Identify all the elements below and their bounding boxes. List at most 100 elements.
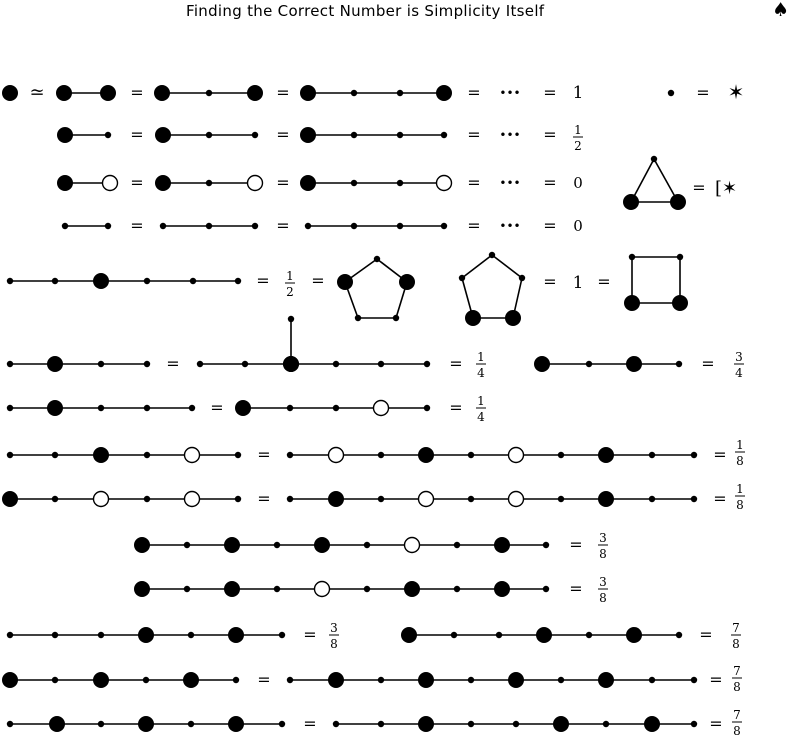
small-node: [234, 495, 242, 503]
small-node: [332, 720, 340, 728]
equals-sign: =: [713, 445, 726, 464]
small-node: [97, 360, 105, 368]
small-node: [377, 676, 385, 684]
small-node: [51, 277, 59, 285]
small-node: [97, 720, 105, 728]
black-node: [505, 310, 521, 326]
value-label: 0: [573, 174, 583, 192]
equals-sign: =: [696, 83, 709, 102]
black-node: [300, 175, 316, 191]
fraction-denominator: 8: [736, 454, 744, 468]
small-node: [205, 179, 213, 187]
black-node: [670, 194, 686, 210]
small-node: [495, 631, 503, 639]
small-node: [557, 676, 565, 684]
equals-sign: =: [467, 216, 480, 235]
black-node: [494, 537, 510, 553]
black-node: [672, 295, 688, 311]
small-node: [205, 222, 213, 230]
small-node: [648, 676, 656, 684]
black-node: [494, 581, 510, 597]
fraction-numerator: 7: [732, 621, 740, 635]
small-node: [143, 404, 151, 412]
ellipsis-dots: •••: [499, 128, 520, 142]
fraction-denominator: 2: [574, 139, 582, 153]
white-node: [507, 446, 525, 464]
small-node: [453, 585, 461, 593]
small-node: [467, 676, 475, 684]
fraction: 14: [476, 350, 486, 380]
equals-sign: =: [257, 670, 270, 689]
black-node: [337, 274, 353, 290]
small-node: [542, 585, 550, 593]
black-node: [49, 716, 65, 732]
black-node: [47, 400, 63, 416]
fraction-numerator: 3: [599, 575, 607, 589]
equals-sign: =: [276, 125, 289, 144]
equals-sign: =: [257, 489, 270, 508]
small-node: [377, 360, 385, 368]
black-node: [399, 274, 415, 290]
small-node: [440, 222, 448, 230]
small-node: [373, 255, 381, 263]
fraction-numerator: 1: [477, 350, 485, 364]
small-node: [377, 451, 385, 459]
small-node: [518, 274, 526, 282]
small-node: [350, 222, 358, 230]
small-node: [396, 222, 404, 230]
black-node: [247, 85, 263, 101]
equals-sign: =: [709, 714, 722, 733]
small-node: [286, 404, 294, 412]
small-node: [51, 495, 59, 503]
fraction-denominator: 4: [477, 366, 485, 380]
small-node: [423, 404, 431, 412]
black-node: [235, 400, 251, 416]
black-node: [183, 672, 199, 688]
small-node: [6, 451, 14, 459]
small-node: [585, 360, 593, 368]
black-node: [553, 716, 569, 732]
value-label: 1: [573, 273, 584, 293]
edge: [491, 254, 523, 279]
small-node: [286, 451, 294, 459]
small-node: [354, 314, 362, 322]
white-node: [507, 490, 525, 508]
black-node: [100, 85, 116, 101]
small-node: [159, 222, 167, 230]
small-node: [648, 495, 656, 503]
star-symbol: [✶: [715, 178, 737, 199]
black-node: [314, 537, 330, 553]
equals-sign: =: [569, 579, 582, 598]
small-node: [6, 360, 14, 368]
equals-sign: =: [713, 489, 726, 508]
small-node: [453, 541, 461, 549]
small-node: [251, 222, 259, 230]
small-node: [104, 222, 112, 230]
equals-sign: =: [210, 398, 223, 417]
edge: [630, 158, 655, 203]
black-node: [224, 581, 240, 597]
approx-symbol: ≃: [29, 82, 44, 103]
black-node: [224, 537, 240, 553]
black-node: [508, 672, 524, 688]
equals-sign: =: [276, 83, 289, 102]
black-node: [2, 672, 18, 688]
black-node: [598, 447, 614, 463]
white-node: [92, 490, 110, 508]
fraction-denominator: 4: [477, 410, 485, 424]
fraction: 14: [476, 394, 486, 424]
fraction-denominator: 8: [599, 547, 607, 561]
black-node: [418, 672, 434, 688]
black-node: [154, 85, 170, 101]
small-node: [143, 495, 151, 503]
black-node: [57, 127, 73, 143]
small-node: [440, 131, 448, 139]
small-node: [396, 179, 404, 187]
small-node: [350, 131, 358, 139]
small-node: [187, 631, 195, 639]
small-node: [188, 404, 196, 412]
small-node: [278, 720, 286, 728]
small-node: [350, 89, 358, 97]
small-node: [205, 89, 213, 97]
